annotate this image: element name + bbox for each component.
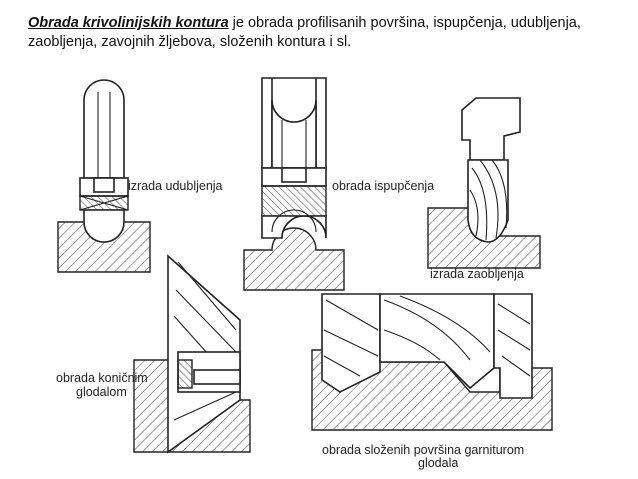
figure-convex-milling [243, 77, 345, 291]
heading-lead: Obrada krivolinijskih kontura [28, 15, 229, 31]
label-gang-2: glodala [418, 456, 458, 470]
page-heading: Obrada krivolinijskih kontura je obrada … [28, 14, 618, 52]
workpiece-convex [243, 227, 345, 291]
figure-concave-milling [57, 79, 151, 273]
figure-conical-milling [133, 254, 251, 454]
label-conical-1: obrada koničnim [56, 371, 148, 385]
label-conical-2: glodalom [76, 385, 127, 399]
shaft-round-end [83, 79, 125, 179]
label-rounding: izrada zaobljenja [430, 267, 524, 281]
label-gang-1: obrada složenih površina garniturom [322, 443, 524, 457]
cutter-shank [461, 97, 521, 161]
label-concave: izrada udubljenja [128, 179, 223, 193]
figure-gang-milling [311, 293, 553, 431]
gang-cutter-right [493, 293, 533, 399]
figure-rounding [427, 97, 541, 269]
label-convex: obrada ispupčenja [332, 179, 434, 193]
convex-cutter [83, 209, 125, 243]
heading-text: je obrada profilisanih površina, ispupče… [28, 15, 581, 50]
